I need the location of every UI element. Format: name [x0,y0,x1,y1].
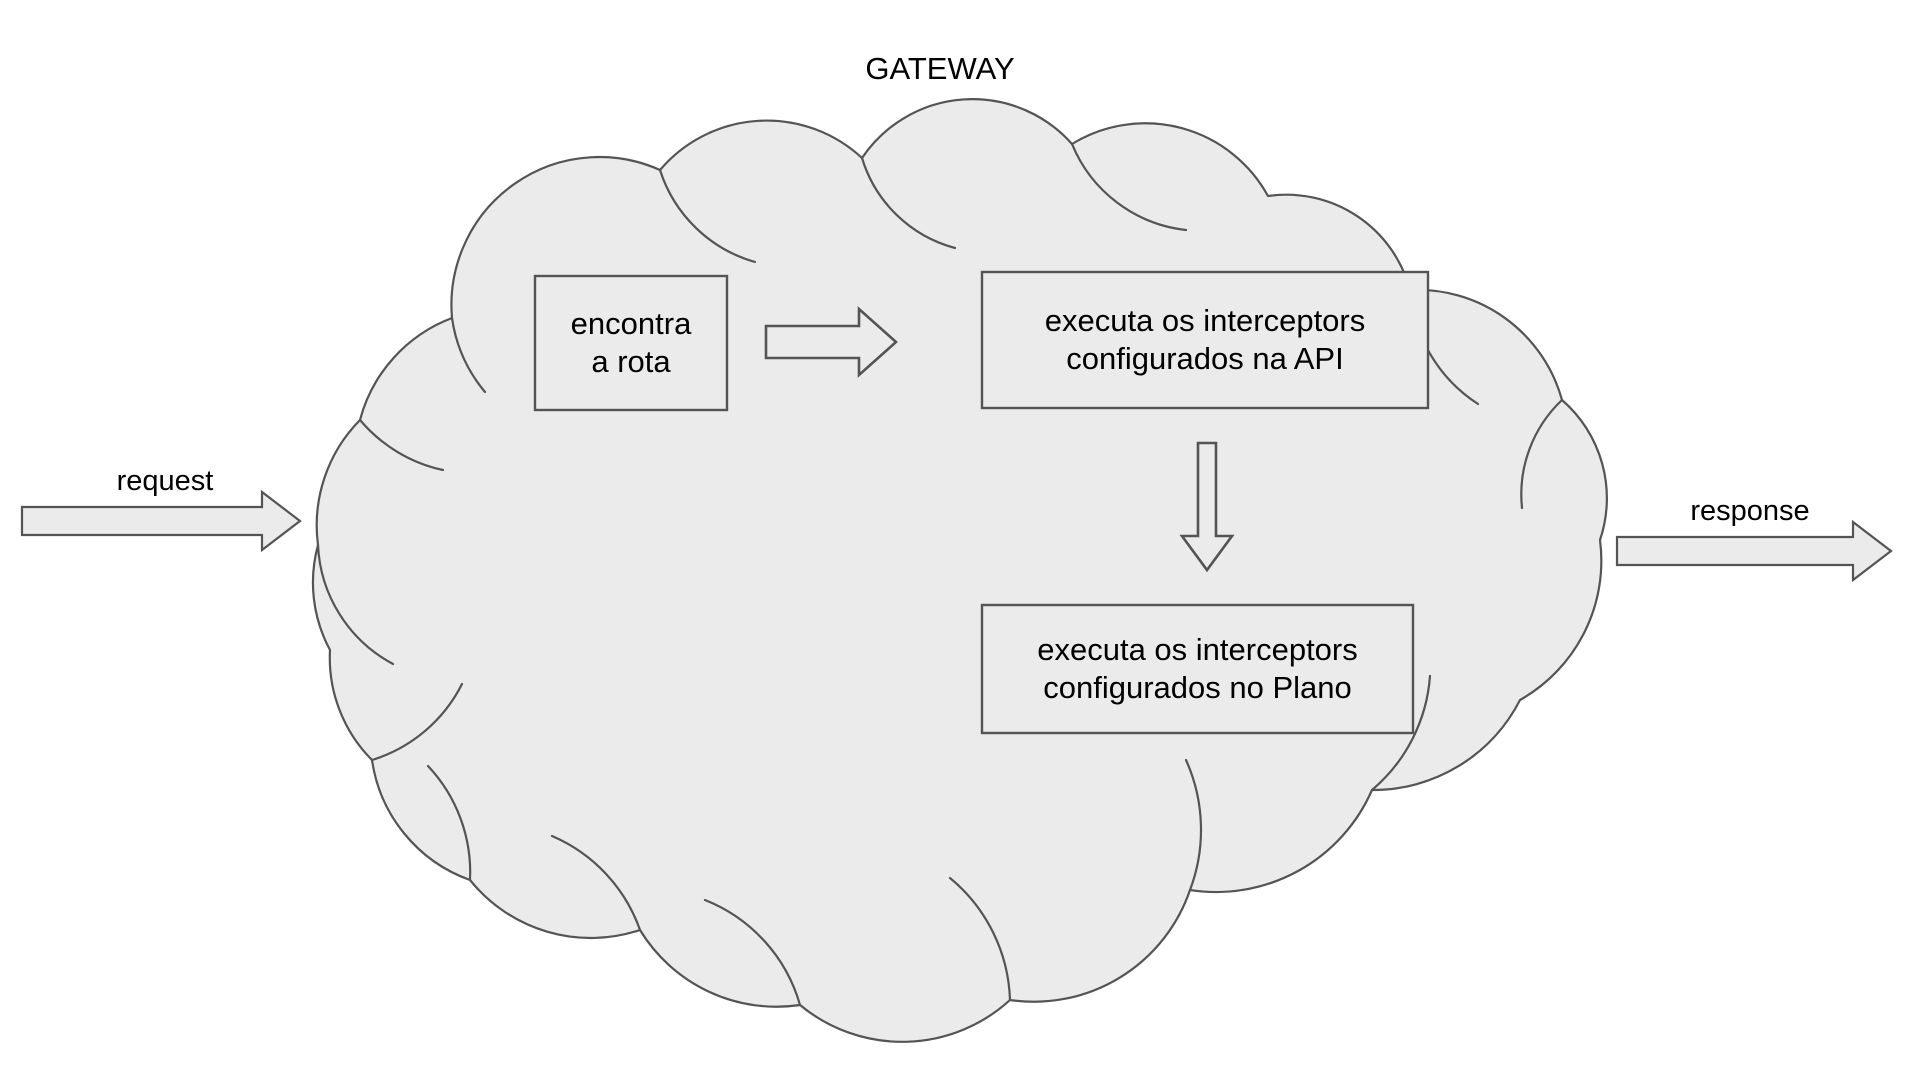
cloud-inner-arc-11 [550,834,642,932]
page-title: GATEWAY [865,51,1015,86]
request-arrow-shape [20,489,302,553]
cloud-inner-arc-6 [1520,398,1564,510]
cloud-outline [311,98,1608,1043]
route-to-api-arrow-shape [764,306,898,378]
cloud-inner-arc-3 [860,156,957,250]
response-arrow-label: response [1690,495,1810,527]
cloud-inner-arc-12 [426,764,472,882]
api-to-plano-arrow-shape [1179,441,1235,573]
cloud-inner-arc-13 [370,682,464,762]
cloud-inner-arc-9 [948,876,1012,1002]
box-encontra-a-rota[interactable] [533,274,729,412]
cloud-inner-arc-10 [703,898,802,1007]
cloud-inner-arc-7 [1370,674,1432,792]
gateway-cloud [311,98,1608,1043]
cloud-inner-arc-2 [658,168,757,264]
api-to-plano-arrow [1179,441,1235,573]
cloud-inner-arc-1 [450,316,487,394]
box-interceptors-plano[interactable] [980,603,1415,735]
box-interceptors-api[interactable] [980,270,1430,410]
cloud-inner-arc-14 [316,543,395,666]
request-arrow-label: request [116,465,214,497]
cloud-inner-arc-8 [1184,758,1203,892]
cloud-inner-arc-15 [358,418,445,472]
request-arrow [20,489,302,553]
response-arrow [1615,519,1893,583]
response-arrow-shape [1615,519,1893,583]
route-to-api-arrow [764,306,898,378]
cloud-inner-arc-4 [1070,142,1188,232]
